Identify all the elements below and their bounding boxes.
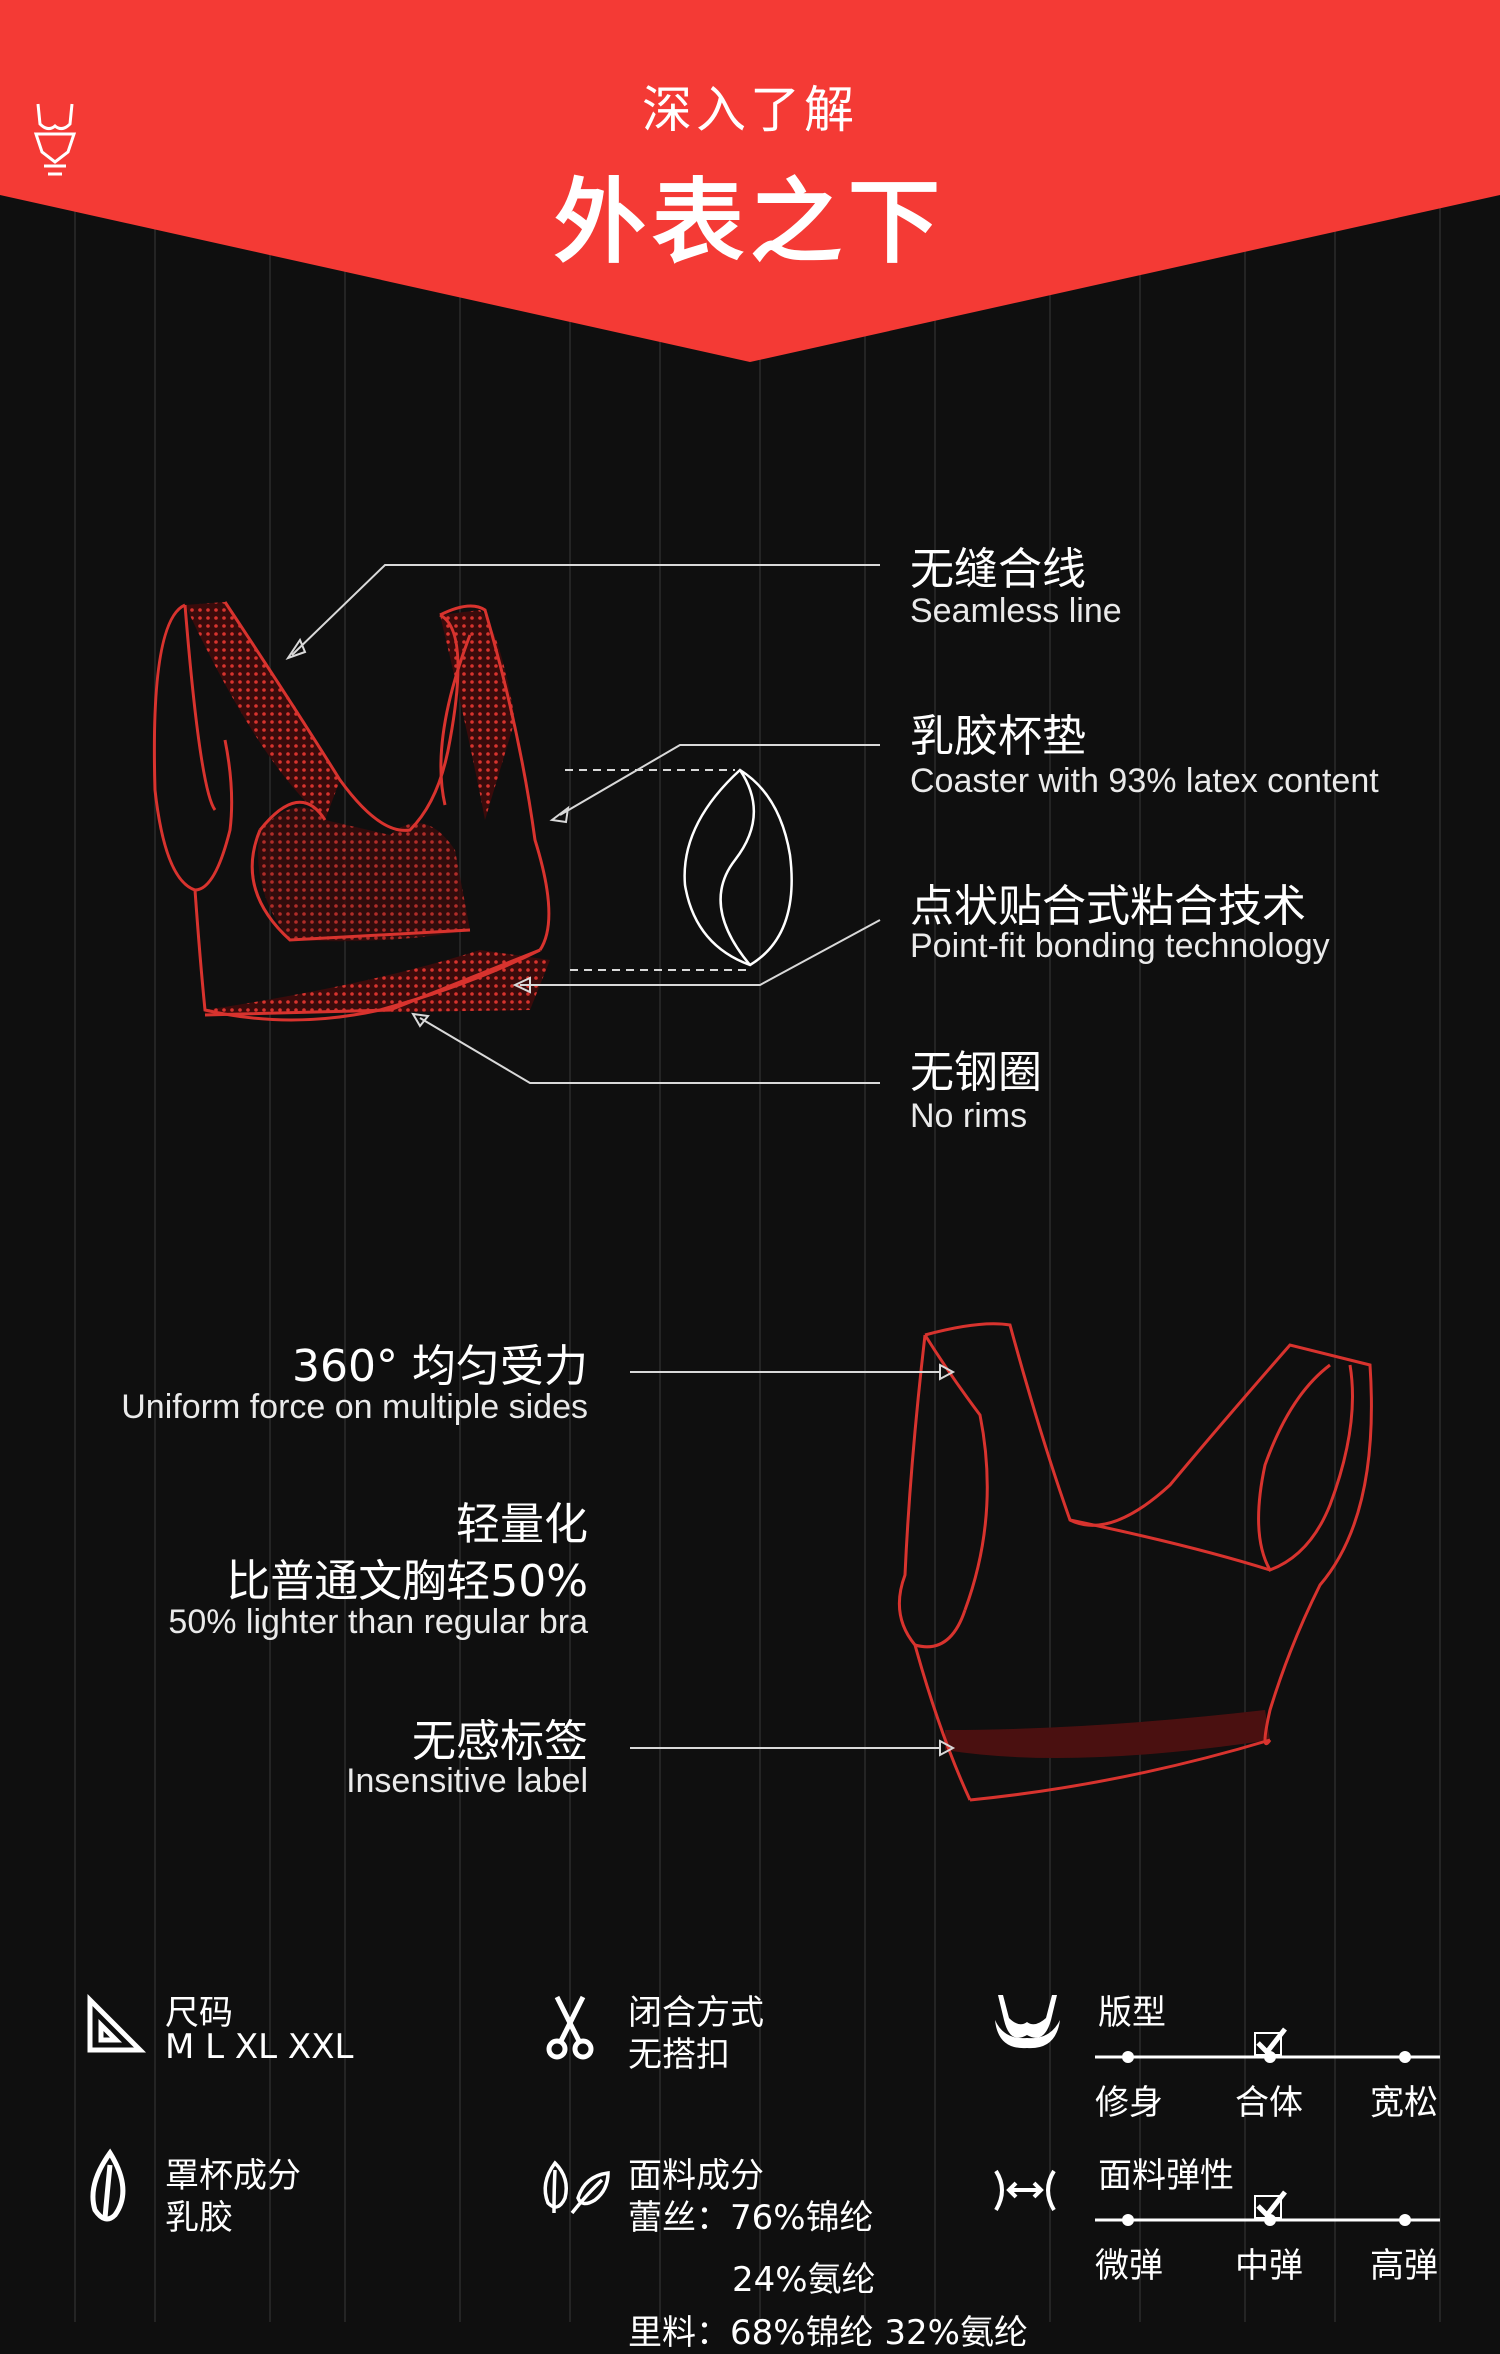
feature-latex-zh: 乳胶杯垫 bbox=[910, 711, 1086, 762]
elasticity-option-slight: 微弹 bbox=[1095, 2246, 1163, 2286]
spec-closure-value: 无搭扣 bbox=[628, 2035, 730, 2075]
feature-light-zh: 轻量化 bbox=[456, 1499, 588, 1550]
scissors-icon bbox=[546, 1995, 594, 2060]
feature-bonding-en: Point-fit bonding technology bbox=[910, 927, 1330, 965]
spec-fabric-line1: 蕾丝：76%锦纶 bbox=[628, 2198, 874, 2238]
feature-latex-en: Coaster with 93% latex content bbox=[910, 762, 1379, 800]
page-title: 外表之下 bbox=[553, 169, 946, 276]
latex-pad-illustration bbox=[683, 768, 793, 967]
spec-size-label: 尺码 bbox=[165, 1993, 233, 2033]
bra-outline-icon bbox=[33, 103, 77, 176]
bra-icon bbox=[995, 1995, 1060, 2049]
spec-cup-value: 乳胶 bbox=[165, 2198, 233, 2238]
fit-option-regular: 合体 bbox=[1235, 2083, 1303, 2123]
feature-light-en: 50% lighter than regular bra bbox=[168, 1603, 588, 1641]
feature-label-zh: 无感标签 bbox=[412, 1716, 588, 1767]
fit-option-slim: 修身 bbox=[1095, 2083, 1163, 2123]
feature-seamless-zh: 无缝合线 bbox=[910, 544, 1086, 595]
spec-fit-label: 版型 bbox=[1098, 1993, 1166, 2033]
leaves-icon bbox=[543, 2160, 610, 2215]
bra-front-illustration bbox=[152, 601, 551, 1022]
feature-light-zh2: 比普通文胸轻50% bbox=[226, 1556, 588, 1607]
fit-option-loose: 宽松 bbox=[1370, 2083, 1438, 2123]
spec-elasticity-label: 面料弹性 bbox=[1098, 2156, 1234, 2196]
leaf-icon bbox=[90, 2148, 126, 2222]
elasticity-option-high: 高弹 bbox=[1370, 2246, 1438, 2286]
bra-side-illustration bbox=[897, 1322, 1373, 1802]
feature-label-en: Insensitive label bbox=[346, 1762, 588, 1800]
spec-fabric-line2: 24%氨纶 bbox=[732, 2260, 876, 2300]
feature-seamless-en: Seamless line bbox=[910, 592, 1122, 630]
callout-lines-top bbox=[285, 564, 881, 1084]
spec-cup-label: 罩杯成分 bbox=[165, 2156, 301, 2196]
elasticity-scale bbox=[1095, 2190, 1440, 2226]
feature-norims-en: No rims bbox=[910, 1097, 1028, 1135]
callout-lines-bottom bbox=[630, 1363, 956, 1757]
ruler-triangle-icon bbox=[87, 1993, 147, 2053]
spec-fabric-line3: 里料：68%锦纶 32%氨纶 bbox=[628, 2313, 1028, 2353]
elasticity-option-medium: 中弹 bbox=[1235, 2246, 1303, 2286]
feature-norims-zh: 无钢圈 bbox=[910, 1047, 1042, 1098]
feature-360-zh: 360° 均匀受力 bbox=[292, 1341, 588, 1392]
spec-closure-label: 闭合方式 bbox=[628, 1993, 764, 2033]
spec-size-value: M L XL XXL bbox=[165, 2027, 354, 2067]
stretch-arrows-icon bbox=[994, 2169, 1056, 2212]
header-banner bbox=[0, 0, 1500, 362]
fit-scale bbox=[1095, 2027, 1440, 2063]
header-subtitle: 深入了解 bbox=[642, 81, 858, 139]
feature-360-en: Uniform force on multiple sides bbox=[121, 1388, 588, 1426]
spec-fabric-label: 面料成分 bbox=[628, 2156, 764, 2196]
feature-bonding-zh: 点状贴合式粘合技术 bbox=[910, 881, 1306, 932]
